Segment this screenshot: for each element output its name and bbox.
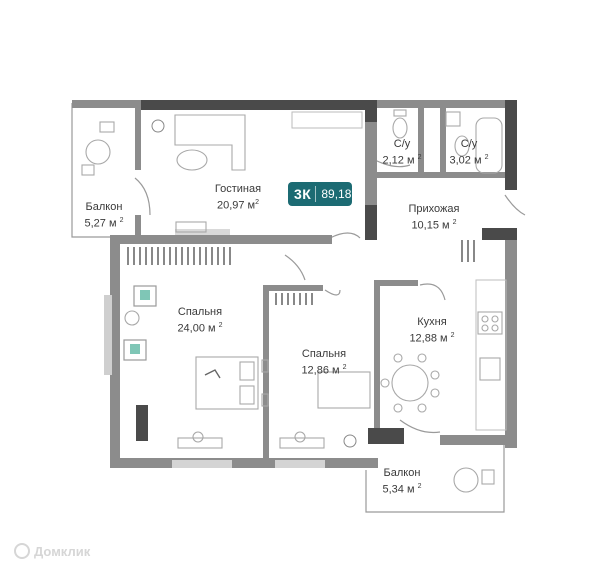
- washbasin-icon: [445, 111, 461, 127]
- plant-icon: [151, 119, 165, 133]
- toilet-icon: [392, 117, 408, 139]
- room-label-kitchen: Кухня 12,88 м 2: [409, 316, 455, 345]
- badge-separator: [315, 186, 317, 202]
- wardrobe-icon: [136, 405, 148, 441]
- sink-icon: [479, 357, 501, 381]
- room-label-bath-2: С/у 3,02 м 2: [449, 138, 489, 167]
- hatch-strips: [127, 240, 475, 305]
- desk-icon: [177, 437, 223, 449]
- plants: [123, 119, 357, 448]
- chair-icon: [99, 121, 115, 133]
- stove-icon: [477, 311, 503, 335]
- single-bed-icon: [317, 371, 371, 409]
- desk-icon-2: [279, 437, 325, 449]
- room-label-living: Гостиная 20,97 м2: [214, 183, 262, 212]
- watermark: Домклик: [14, 543, 90, 559]
- sofa-icon: [174, 114, 246, 171]
- apartment-total-area: 89,18: [321, 187, 352, 201]
- double-bed-icon: [195, 356, 259, 410]
- domclick-logo-icon: [14, 543, 30, 559]
- furniture: [81, 109, 503, 493]
- bathtub-icon: [475, 117, 503, 174]
- apartment-type: 3К: [294, 186, 312, 202]
- walls: [72, 100, 517, 468]
- watermark-text: Домклик: [34, 543, 91, 559]
- plant-icon-2: [343, 434, 357, 448]
- room-label-hall: Прихожая 10,15 м 2: [408, 203, 460, 232]
- room-label-bedroom-2: Спальня 12,86 м 2: [301, 348, 347, 377]
- apartment-badge: 3К 89,18: [288, 182, 352, 206]
- coffee-table-icon: [176, 149, 208, 171]
- toilet-icon-2: [454, 135, 470, 157]
- dining-table-icon: [391, 364, 429, 402]
- room-label-bath-1: С/у 2,12 м 2: [382, 138, 422, 167]
- room-label-bedroom-1: Спальня 24,00 м 2: [177, 306, 223, 335]
- room-label-balcony-2: Балкон 5,34 м 2: [382, 467, 422, 496]
- balcony-table-icon: [85, 139, 111, 165]
- balcony-table-icon-2: [453, 467, 479, 493]
- room-label-balcony-1: Балкон 5,27 м 2: [84, 201, 124, 230]
